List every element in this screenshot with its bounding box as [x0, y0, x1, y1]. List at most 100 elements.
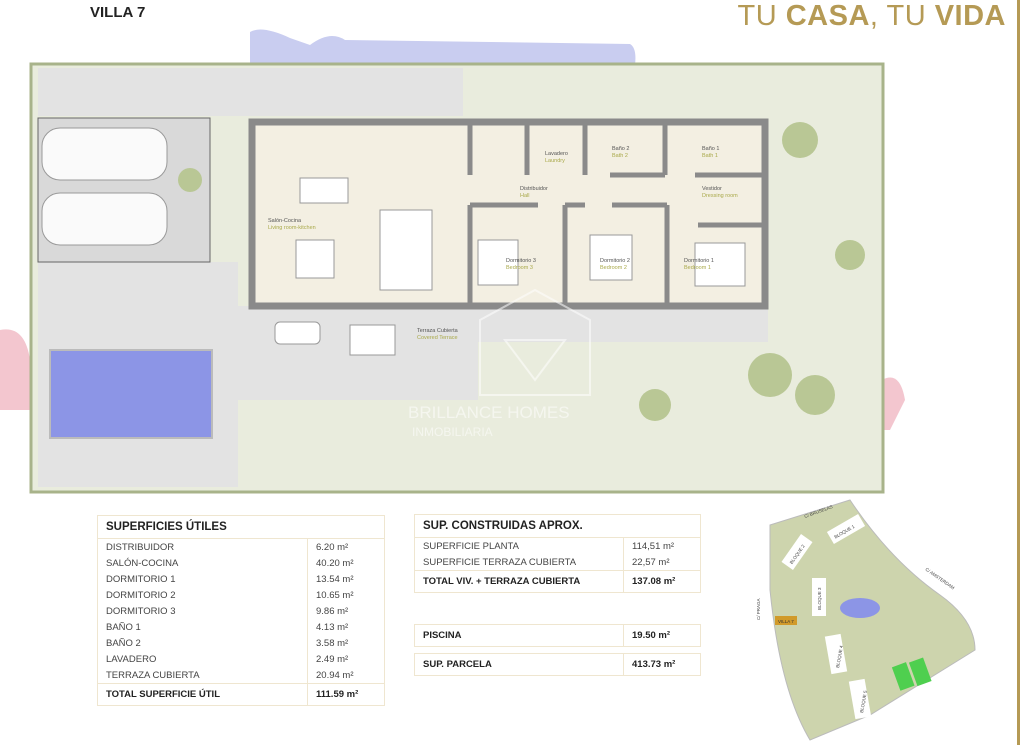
row-label: DORMITORIO 1	[106, 573, 176, 585]
row-value: 40.20 m²	[307, 555, 385, 571]
pool	[49, 349, 213, 439]
room-label-en: Bedroom 2	[600, 265, 627, 271]
room-label-en: Bath 1	[702, 153, 718, 159]
sofa	[379, 209, 433, 291]
paving	[38, 68, 463, 116]
row-label: DORMITORIO 3	[106, 605, 176, 617]
room-label: Baño 2	[612, 146, 629, 152]
row-value: 114,51 m²	[623, 537, 701, 554]
tennis-court	[908, 657, 932, 687]
row-value: 4.13 m²	[307, 619, 385, 635]
slogan-part: CASA	[785, 0, 870, 32]
row-label: LAVADERO	[106, 653, 157, 665]
tennis-court	[891, 662, 915, 691]
block-label: BLOQUE 5	[859, 690, 868, 714]
room-label: Distribuidor	[520, 186, 548, 192]
row-value: 13.54 m²	[307, 571, 385, 587]
table-row: DORMITORIO 3 9.86 m²	[98, 603, 385, 619]
gold-border	[1017, 0, 1020, 745]
plot-area-table: SUP. PARCELA 413.73 m²	[414, 653, 701, 676]
table-row: TERRAZA CUBIERTA 20.94 m²	[98, 667, 385, 684]
total-label: TOTAL VIV. + TERRAZA CUBIERTA	[414, 570, 624, 593]
row-label: SALÓN-COCINA	[106, 557, 179, 569]
plant-icons	[178, 122, 865, 421]
room-label-en: Covered Terrace	[417, 335, 458, 341]
slogan-part: TU	[737, 0, 786, 32]
room-label-en: Dressing room	[702, 193, 738, 199]
page-title: VILLA 7	[90, 4, 146, 21]
floor-plan: Salón-Cocina Living room-kitchen Distrib…	[0, 29, 905, 494]
car-icon	[41, 127, 168, 181]
room-label: Dormitorio 2	[600, 258, 630, 264]
outdoor-table	[349, 324, 396, 356]
watermark-text: INMOBILIARIA	[412, 425, 493, 439]
room-label-en: Living room-kitchen	[268, 225, 316, 231]
villa-highlight-label: VILLA 7	[778, 619, 794, 624]
table-row: SUPERFICIE TERRAZA CUBIERTA 22,57 m²	[415, 554, 701, 571]
bed	[477, 239, 519, 286]
watermark-text: BRILLANCE HOMES	[408, 403, 570, 422]
car-icon	[41, 192, 168, 246]
block-label: BLOQUE 4	[835, 645, 844, 669]
site-plan: C/ BRUSELAS C/ AMSTERDAM C/ PRAGA BLOQUE…	[756, 499, 976, 741]
room-label: Vestidor	[702, 186, 722, 192]
table-row: SALÓN-COCINA 40.20 m²	[98, 555, 385, 571]
table-row: DORMITORIO 1 13.54 m²	[98, 571, 385, 587]
slogan-part: VIDA	[934, 0, 1006, 32]
pool-value: 19.50 m²	[623, 624, 701, 647]
row-value: 22,57 m²	[623, 554, 701, 571]
row-label: DORMITORIO 2	[106, 589, 176, 601]
table-row: SUPERFICIE PLANTA 114,51 m²	[415, 537, 701, 554]
room-label-en: Laundry	[545, 158, 565, 164]
row-value: 20.94 m²	[307, 667, 385, 684]
room-label: Baño 1	[702, 146, 719, 152]
row-label: SUPERFICIE PLANTA	[423, 540, 519, 552]
decorative-blob	[882, 377, 905, 430]
room-label: Salón-Cocina	[268, 218, 302, 224]
plot-value: 413.73 m²	[623, 653, 701, 676]
room-label: Terraza Cubierta	[417, 328, 459, 334]
row-label: TERRAZA CUBIERTA	[106, 669, 200, 681]
row-value: 10.65 m²	[307, 587, 385, 603]
villa-7-highlight	[775, 616, 797, 625]
total-label: TOTAL SUPERFICIE ÚTIL	[97, 683, 308, 706]
room-label: Dormitorio 3	[506, 258, 536, 264]
bed	[589, 234, 633, 281]
site-pool	[840, 598, 880, 618]
row-value: 9.86 m²	[307, 603, 385, 619]
room-label-en: Bath 2	[612, 153, 628, 159]
bed	[694, 242, 746, 287]
terrace-floor	[238, 306, 768, 342]
room-label-en: Bedroom 1	[684, 265, 711, 271]
decorative-blob	[0, 329, 30, 410]
total-value: 111.59 m²	[307, 683, 385, 706]
outdoor-sofa	[274, 321, 321, 345]
row-value: 2.49 m²	[307, 651, 385, 667]
room-label-en: Bedroom 3	[506, 265, 533, 271]
street-label: C/ PRAGA	[756, 598, 761, 620]
block-label: BLOQUE 3	[817, 587, 822, 610]
table-row: DORMITORIO 2 10.65 m²	[98, 587, 385, 603]
total-value: 137.08 m²	[623, 570, 701, 593]
dining-table	[295, 239, 335, 279]
row-label: BAÑO 2	[106, 637, 141, 649]
table-row: LAVADERO 2.49 m²	[98, 651, 385, 667]
kitchen-island	[299, 177, 349, 204]
table-row: BAÑO 2 3.58 m²	[98, 635, 385, 651]
room-label: Lavadero	[545, 151, 568, 157]
table-title: SUPERFICIES ÚTILES	[97, 515, 385, 539]
decorative-blob	[250, 29, 636, 65]
plot-label: SUP. PARCELA	[423, 659, 492, 670]
row-label: SUPERFICIE TERRAZA CUBIERTA	[423, 556, 577, 568]
interior-walls	[467, 122, 765, 306]
watermark-logo: BRILLANCE HOMES INMOBILIARIA	[408, 288, 591, 439]
row-value: 3.58 m²	[307, 635, 385, 651]
room-label-en: Hall	[520, 193, 529, 199]
built-areas-table: SUP. CONSTRUIDAS APROX. SUPERFICIE PLANT…	[414, 514, 701, 593]
row-label: DISTRIBUIDOR	[106, 541, 175, 553]
